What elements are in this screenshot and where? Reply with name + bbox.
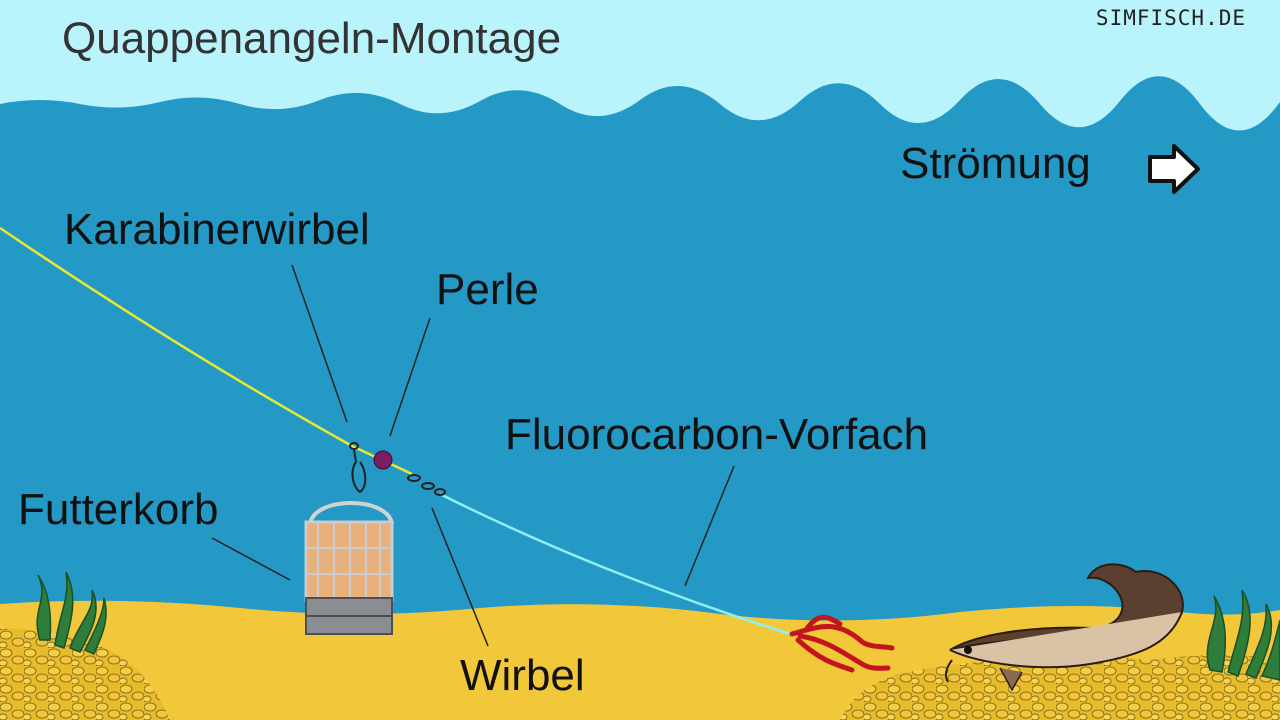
swivel [407,474,446,496]
label-current: Strömung [900,139,1091,188]
worm-bait-icon [789,614,895,673]
label-snap-swivel: Karabinerwirbel [64,205,370,254]
brand-watermark: SIMFISCH.DE [1095,6,1246,30]
pebbles-left [0,628,170,720]
pointer-leader [684,465,735,587]
pointer-lines [211,264,735,647]
pointer-bead [389,317,431,437]
pointer-feeder [211,537,291,581]
snap-swivel [349,442,367,494]
bead [373,450,393,470]
page-title: Quappenangeln-Montage [62,14,562,63]
feeder-basket [304,501,394,635]
label-swivel: Wirbel [460,651,585,700]
arrow-right-outline-icon [1148,144,1200,194]
pebbles-right [840,655,1280,720]
leader-line [439,492,791,636]
pointer-swivel [431,507,489,647]
seaweed-left [36,571,107,655]
seaweed-right [1206,589,1280,681]
label-feeder: Futterkorb [18,485,219,534]
label-bead: Perle [436,265,539,314]
pointer-snap-swivel [291,264,348,423]
main-line [0,226,353,448]
label-fluorocarbon-leader: Fluorocarbon-Vorfach [505,410,929,459]
burbot-icon [944,563,1184,692]
